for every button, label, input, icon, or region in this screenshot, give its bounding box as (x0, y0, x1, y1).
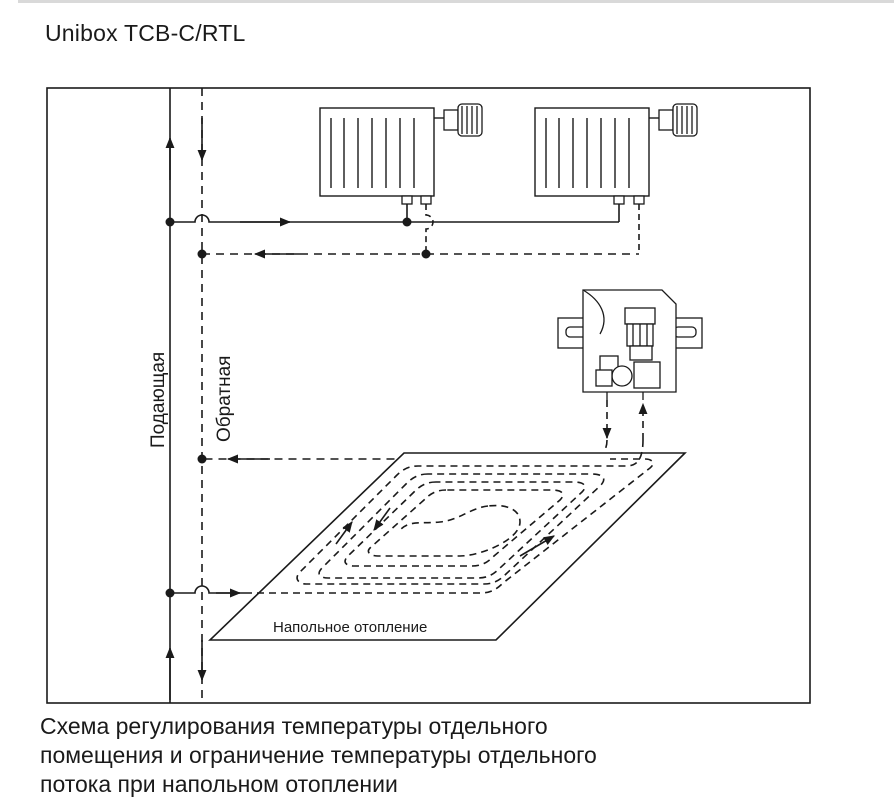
supply-label: Подающая (148, 352, 169, 448)
caption-line: помещения и ограничение температуры отде… (40, 742, 597, 768)
thermostatic-head-1 (443, 103, 483, 137)
floor-supply-line (170, 585, 245, 598)
unibox-unit (557, 289, 703, 400)
unibox-connections (602, 400, 648, 440)
radiator-2-valves (613, 195, 645, 205)
radiator-return-line (202, 204, 640, 259)
thermostatic-head-2 (658, 103, 698, 137)
diagram-frame (46, 87, 811, 704)
floor-slab (208, 452, 687, 641)
floor-heating-label: Напольное отопление (273, 619, 427, 636)
caption-line: потока при напольном отоплении (40, 771, 398, 797)
junction-dots (165, 217, 431, 598)
return-label: Обратная (214, 356, 235, 442)
radiator-1-valves (401, 195, 432, 205)
top-rule (18, 0, 894, 3)
caption-line: Схема регулирования температуры отдельно… (40, 713, 548, 739)
radiator-supply-line (170, 204, 620, 227)
loop-arrows (335, 507, 555, 557)
page-title: Unibox TCB-C/RTL (45, 20, 246, 46)
caption: Схема регулирования температуры отдельно… (40, 712, 890, 799)
radiator-2 (534, 107, 660, 197)
floor-heating-loop (245, 439, 654, 594)
radiator-1 (319, 107, 445, 197)
